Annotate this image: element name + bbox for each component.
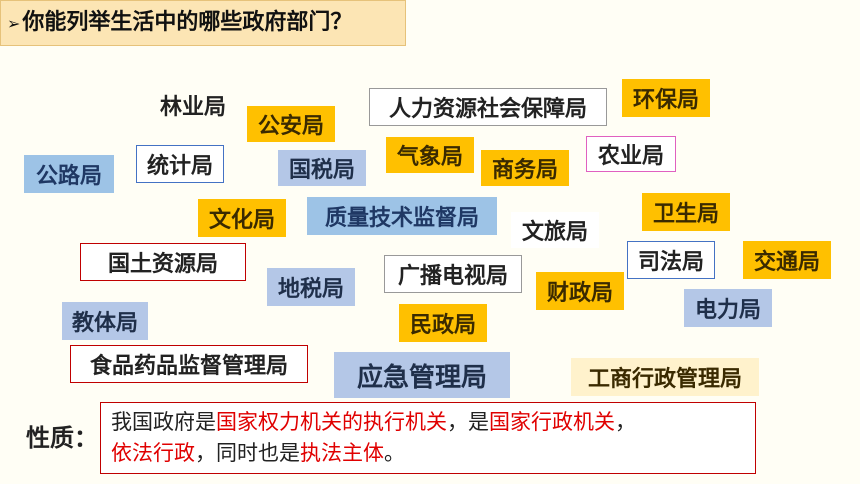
arrow-bullet-icon: ➢ (7, 14, 21, 33)
tag-guangbo: 广播电视局 (384, 255, 522, 293)
nature-highlight-3: 依法行政 (111, 441, 195, 465)
nature-highlight-4: 执法主体 (300, 441, 384, 465)
tag-renli: 人力资源社会保障局 (369, 88, 607, 126)
tag-gongshang: 工商行政管理局 (571, 358, 759, 396)
nature-text-box: 我国政府是国家权力机关的执行机关，是国家行政机关， 依法行政，同时也是执法主体。 (100, 402, 756, 474)
tag-tongji: 统计局 (136, 145, 224, 183)
tag-jiaotong: 交通局 (743, 241, 831, 279)
tag-gongan: 公安局 (247, 106, 335, 142)
tag-dianli: 电力局 (684, 289, 772, 327)
tag-wenhua: 文化局 (198, 199, 286, 237)
question-banner: ➢你能列举生活中的哪些政府部门？ (0, 0, 406, 46)
tag-minzheng: 民政局 (399, 304, 487, 342)
nature-highlight-1: 国家权力机关的执行机关 (216, 410, 447, 434)
tag-shipin: 食品药品监督管理局 (70, 345, 308, 383)
tag-guotu: 国土资源局 (80, 243, 246, 281)
tag-guoshui: 国税局 (278, 150, 366, 186)
tag-weisheng: 卫生局 (642, 193, 730, 231)
nature-text-5: 。 (384, 441, 405, 465)
tag-zhiliang: 质量技术监督局 (307, 197, 497, 235)
tag-caizheng: 财政局 (536, 272, 624, 310)
question-text: 你能列举生活中的哪些政府部门？ (22, 10, 353, 35)
tag-jiaoti: 教体局 (62, 302, 148, 340)
tag-huanbao: 环保局 (622, 79, 710, 117)
nature-text-3: ， (615, 410, 636, 434)
tag-nongye: 农业局 (586, 136, 676, 172)
nature-highlight-2: 国家行政机关 (489, 410, 615, 434)
tag-sifa: 司法局 (627, 241, 715, 279)
tag-shangwu: 商务局 (481, 150, 569, 186)
nature-text-1: 我国政府是 (111, 410, 216, 434)
nature-label: 性质： (26, 424, 98, 452)
nature-text-4: ，同时也是 (195, 441, 300, 465)
tag-wenlv: 文旅局 (511, 212, 599, 248)
tag-linye: 林业局 (159, 95, 226, 120)
tag-dishui: 地税局 (267, 268, 355, 306)
tag-qixiang: 气象局 (386, 137, 474, 173)
tag-gonglu: 公路局 (24, 155, 114, 193)
tag-yingji: 应急管理局 (334, 352, 510, 398)
nature-text-2: ，是 (447, 410, 489, 434)
